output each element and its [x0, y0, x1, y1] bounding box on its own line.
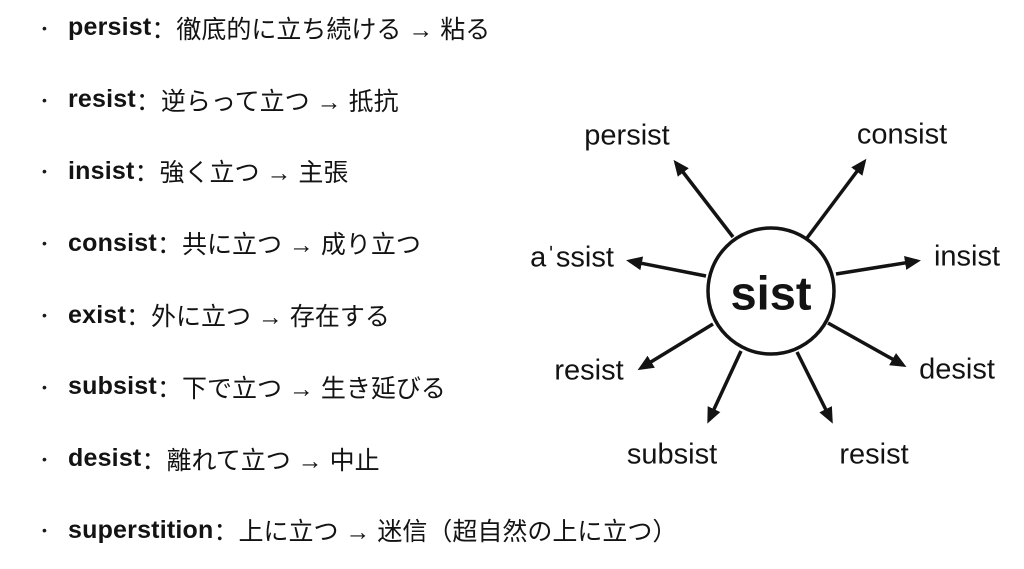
diagram-center-label: sist [730, 266, 812, 320]
arrow-persist-icon [673, 159, 735, 239]
diagram-label-insist: insist [933, 240, 1001, 273]
bullet-dot-icon: • [42, 378, 47, 395]
arrow-resist2-icon [795, 351, 833, 424]
bullet-dot-icon: • [42, 235, 47, 252]
list-item: • persist ：徹底的に立ち続ける → 粘る [42, 0, 762, 64]
diagram-label-assist: aˈssist [530, 241, 614, 274]
list-item: • insist ：強く立つ → 主張 [42, 136, 762, 208]
word-persist: persist [68, 13, 152, 42]
bullet-dot-icon: • [42, 450, 47, 467]
list-item: • exist ：外に立つ → 存在する [42, 279, 762, 351]
word-list: • persist ：徹底的に立ち続ける → 粘る • resist ：逆らって… [42, 0, 762, 566]
list-item: • subsist ：下で立つ → 生き延びる [42, 351, 762, 423]
arrow-subsist-icon [707, 350, 743, 424]
diagram-label-persist: persist [584, 119, 670, 152]
list-item: • superstition ：上に立つ → 迷信（超自然の上に立つ） [42, 495, 762, 567]
word-superstition: superstition [68, 515, 214, 544]
desc-consist: ：共に立つ → 成り立つ [156, 231, 421, 260]
desc-exist: ：外に立つ → 存在する [125, 303, 390, 332]
sist-circle [706, 226, 836, 356]
desc-superstition: ：上に立つ → 迷信（超自然の上に立つ） [213, 518, 678, 547]
list-item: • resist ：逆らって立つ → 抵抗 [42, 64, 762, 136]
bullet-dot-icon: • [42, 522, 47, 539]
word-subsist: subsist [68, 372, 157, 401]
word-desist: desist [68, 444, 142, 473]
word-consist: consist [68, 228, 157, 257]
diagram-label-subsist: subsist [626, 438, 718, 471]
desc-persist: ：徹底的に立ち続ける → 粘る [151, 15, 491, 44]
desc-subsist: ：下で立つ → 生き延びる [156, 374, 446, 403]
arrow-resist-icon [637, 322, 714, 371]
word-exist: exist [68, 300, 126, 329]
desc-resist: ：逆らって立つ → 抵抗 [135, 87, 399, 116]
diagram-label-resist: resist [554, 354, 624, 387]
diagram-label-desist: desist [919, 353, 995, 386]
arrow-consist-icon [805, 158, 867, 240]
bullet-dot-icon: • [42, 91, 47, 108]
word-insist: insist [68, 156, 135, 185]
desc-insist: ：強く立つ → 主張 [134, 159, 349, 188]
bullet-dot-icon: • [42, 307, 47, 324]
bullet-dot-icon: • [42, 163, 47, 180]
desc-desist: ：離れて立つ → 中止 [141, 446, 380, 475]
diagram-label-consist: consist [856, 118, 948, 151]
diagram-label-resist2: resist [839, 438, 909, 471]
arrow-desist-icon [827, 321, 907, 367]
arrow-insist-icon [835, 255, 921, 276]
list-item: • desist ：離れて立つ → 中止 [42, 423, 762, 495]
bullet-dot-icon: • [42, 19, 47, 36]
arrow-assist-icon [626, 256, 707, 278]
list-item: • consist ：共に立つ → 成り立つ [42, 207, 762, 279]
word-resist: resist [68, 85, 136, 114]
